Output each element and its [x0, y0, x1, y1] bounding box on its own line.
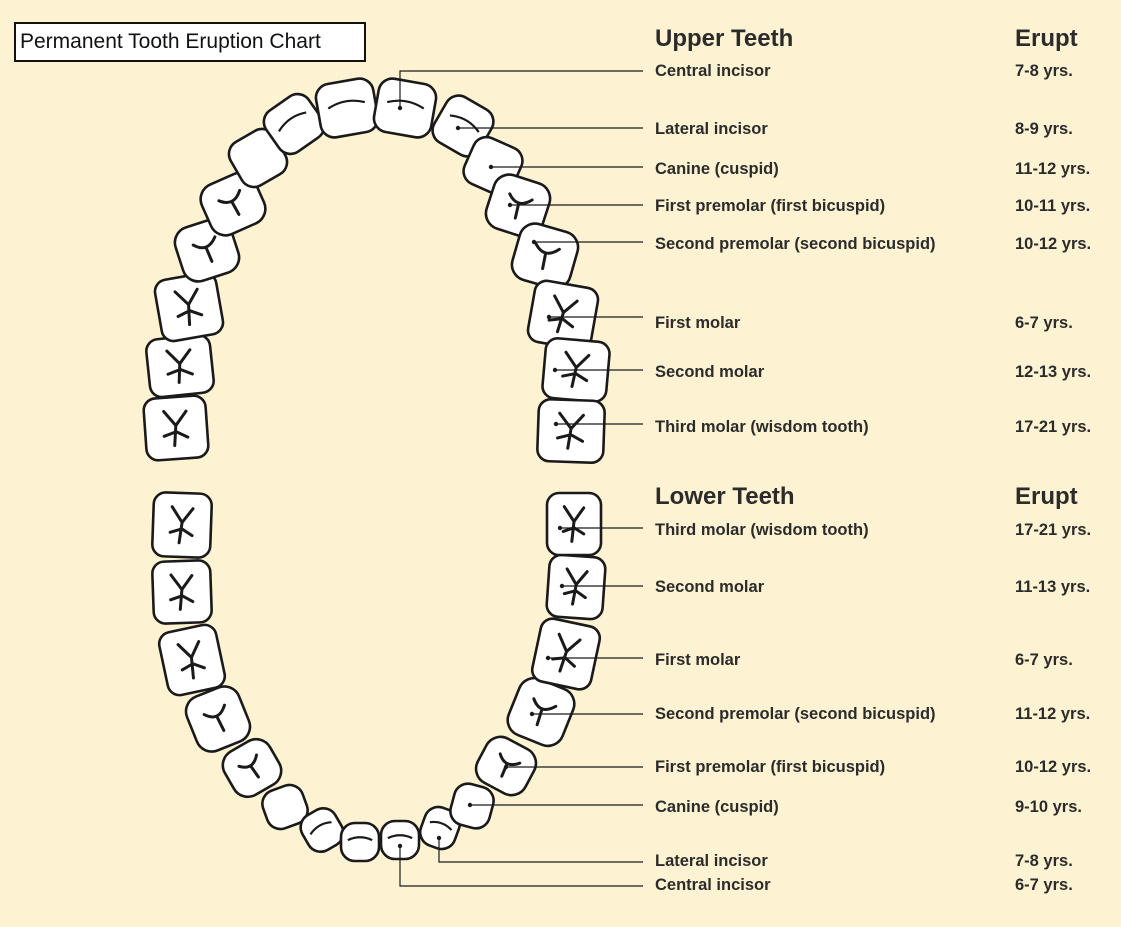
lower-tooth-age: 6-7 yrs. [1015, 876, 1073, 894]
lower-right-lateral-incisor [418, 805, 462, 851]
upper-tooth-label: Second molar [655, 363, 765, 381]
upper-erupt-heading: Erupt [1015, 25, 1078, 52]
lower-tooth-age: 9-10 yrs. [1015, 798, 1082, 816]
lower-left-second-premolar [184, 685, 252, 753]
lower-left-first-molar [157, 623, 227, 697]
lower-left-second-molar [151, 559, 213, 625]
lower-left-lateral-incisor [299, 807, 345, 853]
upper-teeth-heading: Upper Teeth [655, 25, 794, 52]
lower-left-first-premolar [221, 737, 283, 799]
upper-left-first-premolar [199, 171, 267, 237]
upper-tooth-age: 10-11 yrs. [1015, 197, 1091, 215]
lower-teeth-heading: Lower Teeth [655, 483, 795, 510]
lower-right-third-molar [545, 491, 603, 557]
lower-right-canine [449, 782, 495, 830]
upper-tooth-label: First molar [655, 314, 741, 332]
upper-arch [142, 77, 611, 465]
upper-tooth-age: 8-9 yrs. [1015, 120, 1073, 138]
lower-right-second-molar [545, 553, 607, 621]
upper-left-third-molar [142, 394, 210, 462]
upper-tooth-age: 17-21 yrs. [1015, 418, 1092, 436]
lower-tooth-age: 11-12 yrs. [1015, 705, 1091, 723]
lower-tooth-label: First premolar (first bicuspid) [655, 758, 886, 776]
lower-left-third-molar [151, 491, 213, 559]
upper-left-first-molar [153, 271, 225, 343]
upper-tooth-age: 10-12 yrs. [1015, 235, 1092, 253]
leader-line [399, 70, 643, 108]
lower-tooth-age: 11-13 yrs. [1015, 578, 1091, 596]
upper-tooth-age: 6-7 yrs. [1015, 314, 1073, 332]
upper-tooth-label: First premolar (first bicuspid) [655, 197, 886, 215]
leader-line [438, 838, 643, 863]
upper-left-second-molar [145, 333, 215, 399]
lower-tooth-label: Third molar (wisdom tooth) [655, 521, 869, 539]
upper-right-central-incisor [372, 77, 438, 139]
upper-tooth-label: Lateral incisor [655, 120, 768, 138]
upper-right-third-molar [536, 397, 606, 465]
lower-tooth-age: 7-8 yrs. [1015, 852, 1073, 870]
lower-left-central-incisor [339, 821, 381, 863]
leader-lines [397, 70, 643, 887]
lower-tooth-label: Central incisor [655, 876, 771, 894]
lower-tooth-label: Second premolar (second bicuspid) [655, 705, 936, 723]
upper-left-lateral-incisor [262, 92, 326, 156]
lower-tooth-label: First molar [655, 651, 741, 669]
upper-tooth-age: 7-8 yrs. [1015, 62, 1073, 80]
lower-tooth-label: Second molar [655, 578, 765, 596]
lower-tooth-age: 17-21 yrs. [1015, 521, 1092, 539]
upper-right-first-premolar [484, 173, 552, 239]
upper-tooth-label: Second premolar (second bicuspid) [655, 235, 936, 253]
lower-tooth-label: Lateral incisor [655, 852, 768, 870]
leader-line [399, 846, 643, 887]
lower-erupt-heading: Erupt [1015, 483, 1078, 510]
upper-tooth-age: 12-13 yrs. [1015, 363, 1092, 381]
lower-left-canine [261, 783, 309, 831]
upper-left-central-incisor [314, 77, 380, 139]
upper-tooth-age: 11-12 yrs. [1015, 160, 1091, 178]
upper-tooth-label: Third molar (wisdom tooth) [655, 418, 869, 436]
upper-tooth-label: Canine (cuspid) [655, 160, 779, 178]
lower-tooth-age: 10-12 yrs. [1015, 758, 1092, 776]
lower-tooth-label: Canine (cuspid) [655, 798, 779, 816]
lower-tooth-age: 6-7 yrs. [1015, 651, 1073, 669]
lower-right-first-molar [530, 617, 602, 691]
lower-arch [151, 491, 607, 863]
upper-tooth-label: Central incisor [655, 62, 771, 80]
chart-title: Permanent Tooth Eruption Chart [14, 22, 366, 62]
